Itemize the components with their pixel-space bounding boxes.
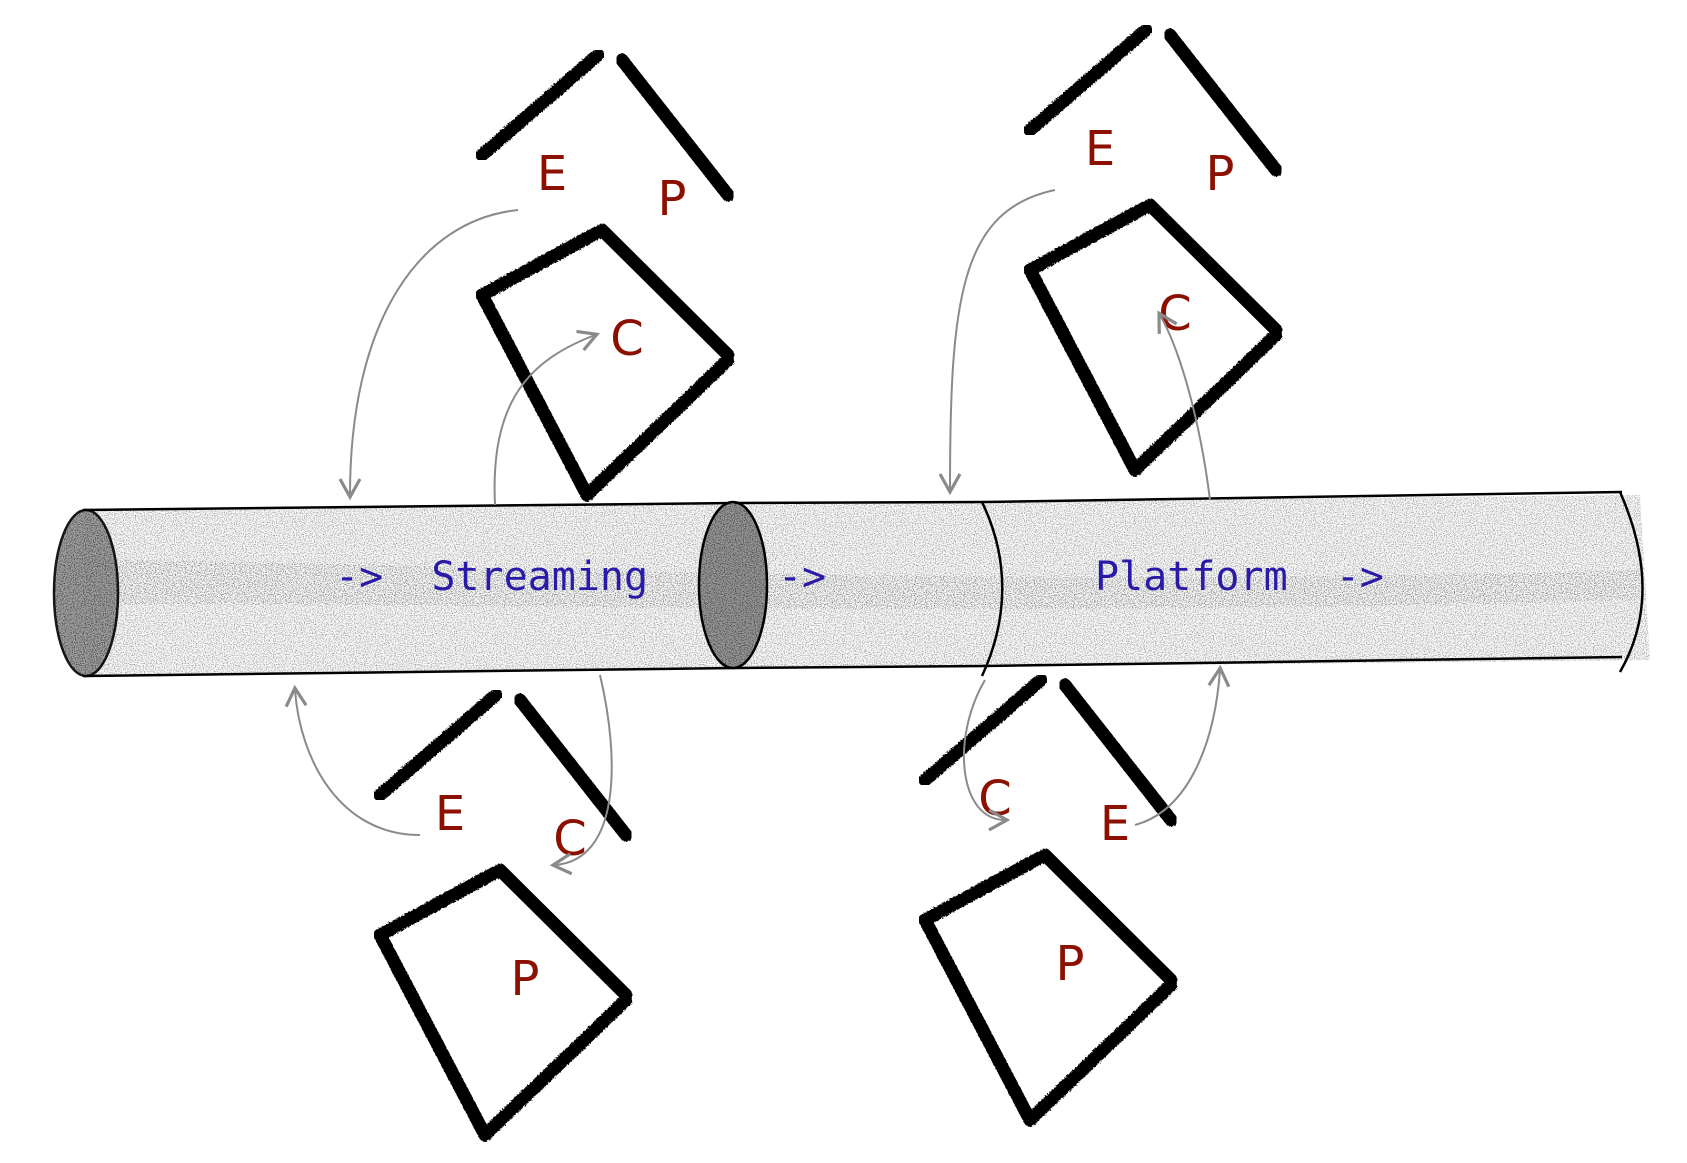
cube-edge [1058,678,1178,827]
cube-edge [1143,198,1283,337]
cube-face-left-label: E [1085,121,1115,177]
cube-edge [1163,28,1283,177]
cube-edge [513,693,633,842]
cube-face-left-label: E [537,146,567,202]
cube-edge [918,848,1052,927]
cube-edge [475,223,609,302]
cube-face-bottom-label: C [1158,286,1192,342]
cube-face-right-label: P [1206,146,1235,202]
cube-edge [595,223,735,362]
cube-face-right-label: C [553,811,587,867]
arrow-pipe-to-cube2-c [1157,310,1211,501]
cubes: E P C E P C E C P C E P [373,23,1283,1142]
arrow-pipe-to-cube4-c [963,679,1011,832]
cube-edge [918,673,1048,787]
pipe-segment-3 [984,490,1644,673]
arrow-cube3-e-to-pipe [284,684,421,836]
cube-face-left-label: E [435,786,465,842]
cube-face-right-label: P [658,171,687,227]
cube-edge [1128,328,1283,477]
pipe: -> Streaming -> Platform -> [52,490,1687,678]
arrow-cube1-e-to-pipe [338,209,519,501]
cube-edge [373,863,507,942]
cube-face-bottom-label: C [610,311,644,367]
pipe-shading [83,495,1650,676]
cube-face-bottom-label: P [1056,936,1085,992]
cube-edge [475,288,594,502]
cube-edge [373,688,503,802]
cube-edge [475,48,605,162]
cube-edge [1038,848,1178,987]
cube-face-right-label: E [1100,796,1130,852]
cube-edge [1023,978,1178,1127]
arrow-pipe-to-cube1-c [493,329,600,506]
cube-top-left: E P C [475,48,735,502]
cube-bottom-left: E C P [373,688,633,1142]
cube-edge [373,928,492,1142]
cube-edge [615,53,735,202]
cube-top-right: E P C [1023,23,1283,477]
cube-edge [918,913,1037,1127]
pipe-label-arrow: -> [778,554,826,600]
cube-edge [478,993,633,1142]
arrow-pipe-to-cube3-c [549,674,613,876]
cube-edge [580,353,735,502]
arrow-cube4-e-to-pipe [1134,664,1231,826]
cube-edge [1023,198,1157,277]
cube-edge [493,863,633,1002]
pipe-joint [697,500,769,670]
pipe-label-platform: Platform -> [1095,554,1384,600]
pipe-label-streaming: -> Streaming [335,554,648,600]
cube-edge [1023,263,1142,477]
flow-arrows [284,189,1231,876]
cube-face-bottom-label: P [511,951,540,1007]
cube-edge [1023,23,1153,137]
pipe-segment-2 [734,500,1004,677]
arrow-cube2-e-to-pipe [938,189,1056,496]
